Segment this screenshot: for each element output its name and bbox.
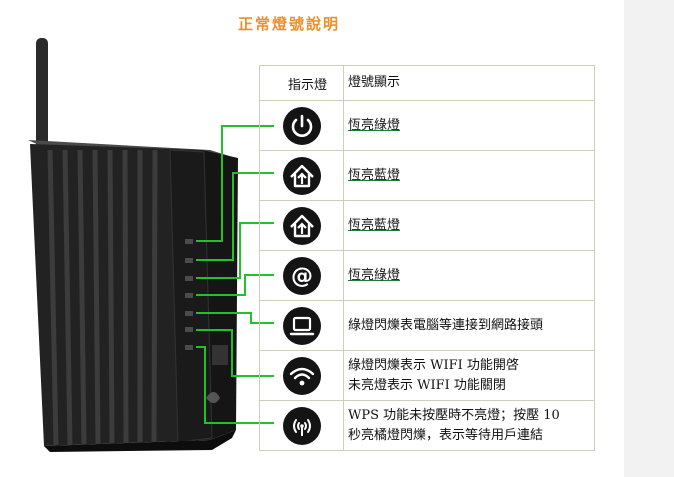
wifi-icon xyxy=(282,356,321,395)
connector-line xyxy=(221,125,223,242)
row-desc-line: WPS 功能未按壓時不亮燈；按壓 10 xyxy=(348,407,560,423)
led-dot xyxy=(185,345,193,350)
connector-line xyxy=(232,172,234,261)
led-dot xyxy=(185,327,193,332)
row-desc: 恆亮綠燈 xyxy=(348,267,401,283)
page-margin xyxy=(624,0,674,477)
led-legend-table: 指示燈 燈號顯示 恆亮綠燈 恆亮藍燈 恆亮藍燈 @ xyxy=(259,65,595,451)
connector-line xyxy=(244,274,246,296)
connector-line xyxy=(196,240,222,242)
table-row: WPS 功能未按壓時不亮燈；按壓 10 秒亮橘燈閃爍，表示等待用戶連結 xyxy=(259,400,595,451)
led-dot xyxy=(185,239,193,244)
computer-monitor-icon xyxy=(282,306,321,345)
connector-line xyxy=(239,222,241,279)
router-front xyxy=(30,144,210,446)
connector-line xyxy=(196,294,246,296)
row-desc: 綠燈閃爍表電腦等連接到網路接頭 xyxy=(348,317,544,333)
connector-line xyxy=(250,312,252,324)
router-base xyxy=(44,430,236,452)
router-fins xyxy=(47,149,158,446)
wps-antenna-icon xyxy=(282,406,321,445)
led-dot xyxy=(185,293,193,298)
connector-line xyxy=(196,277,241,279)
table-row: 綠燈閃爍表示 WIFI 功能開啓 未亮燈表示 WIFI 功能關閉 xyxy=(259,350,595,401)
router-illustration xyxy=(28,38,238,452)
router-side-button xyxy=(212,345,228,365)
row-desc-line: 綠燈閃爍表示 WIFI 功能開啓 xyxy=(348,357,519,373)
led-dot xyxy=(185,258,193,263)
router-led-dots xyxy=(185,239,193,350)
table-row: 恆亮藍燈 xyxy=(259,150,595,201)
connector-line xyxy=(204,422,274,424)
svg-text:@: @ xyxy=(291,264,313,289)
connector-line xyxy=(231,375,274,377)
row-desc: 恆亮藍燈 xyxy=(348,217,401,233)
connector-line xyxy=(196,329,232,331)
page-title: 正常燈號說明 xyxy=(238,15,341,33)
connector-line xyxy=(196,346,206,348)
header-indicator: 指示燈 xyxy=(259,65,344,101)
led-dot xyxy=(185,276,193,281)
connector-line xyxy=(231,329,233,377)
table-row: 恆亮藍燈 xyxy=(259,200,595,251)
row-desc-line: 未亮燈表示 WIFI 功能關閉 xyxy=(348,377,506,393)
table-row: 綠燈閃爍表電腦等連接到網路接頭 xyxy=(259,300,595,351)
at-sign-icon: @ xyxy=(282,256,321,295)
table-header-row: 指示燈 燈號顯示 xyxy=(259,65,595,101)
row-desc: 恆亮綠燈 xyxy=(348,117,401,133)
connector-line xyxy=(196,312,252,314)
table-row: @ 恆亮綠燈 xyxy=(259,250,595,301)
home-upload-icon xyxy=(282,206,321,245)
router-logo-icon xyxy=(206,392,220,403)
row-desc-line: 秒亮橘燈閃爍，表示等待用戶連結 xyxy=(348,427,544,443)
connector-line xyxy=(239,222,274,224)
connector-line xyxy=(196,259,234,261)
header-light-display: 燈號顯示 xyxy=(343,65,595,101)
table-row: 恆亮綠燈 xyxy=(259,100,595,151)
connector-line xyxy=(232,172,274,174)
connector-line xyxy=(221,125,274,127)
power-icon xyxy=(282,106,321,145)
led-dot xyxy=(185,311,193,316)
row-desc: 恆亮藍燈 xyxy=(348,167,401,183)
router-antenna xyxy=(36,38,48,153)
home-upload-icon xyxy=(282,156,321,195)
connector-line xyxy=(204,346,206,424)
